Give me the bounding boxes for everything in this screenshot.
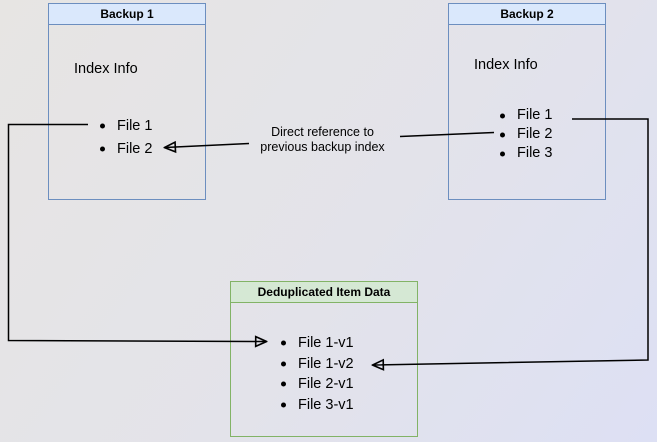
list-item: File 1-v1: [280, 333, 354, 354]
dedup-title: Deduplicated Item Data: [231, 282, 417, 303]
list-item: File 3: [499, 144, 552, 163]
list-item: File 1: [499, 106, 552, 125]
direct-reference-label-line1: Direct reference to: [271, 125, 374, 139]
list-item: File 1-v2: [280, 354, 354, 375]
list-item: File 3-v1: [280, 395, 354, 416]
backup2-index-info-label: Index Info: [474, 57, 538, 73]
list-item: File 2: [99, 138, 152, 161]
direct-reference-label: Direct reference to previous backup inde…: [235, 125, 410, 154]
direct-reference-label-line2: previous backup index: [260, 139, 385, 154]
list-item: File 2-v1: [280, 374, 354, 395]
backup1-title: Backup 1: [49, 4, 205, 25]
backup1-index-info-label: Index Info: [74, 61, 138, 77]
backup2-title: Backup 2: [449, 4, 605, 25]
list-item: File 1: [99, 115, 152, 138]
list-item: File 2: [499, 125, 552, 144]
